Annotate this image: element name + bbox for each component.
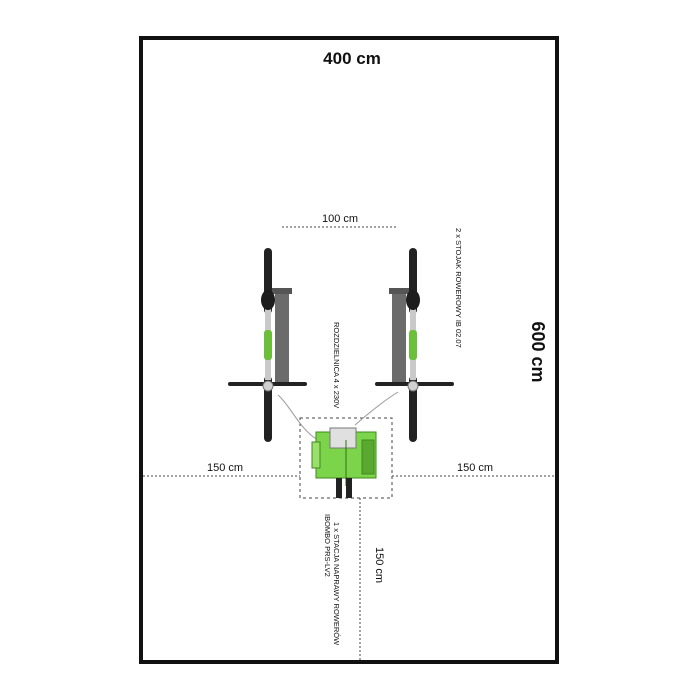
saddle-left — [261, 290, 275, 310]
bike-rack-right — [389, 288, 409, 384]
saddle-right — [406, 290, 420, 310]
bottom-clearance-label: 150 cm — [373, 547, 385, 583]
area-boundary — [139, 36, 559, 664]
right-clearance-label: 150 cm — [457, 462, 493, 474]
hub-right — [407, 380, 419, 392]
cable-left — [277, 394, 319, 441]
bicycle-left — [228, 248, 307, 442]
bicycle-right — [375, 248, 454, 442]
height-label: 600 cm — [528, 321, 548, 382]
rack-note: 2 x STOJAK ROWEROWY IB 02.07 — [454, 228, 463, 348]
repair-station — [311, 427, 377, 498]
rack-base-right — [389, 288, 409, 294]
left-clearance-label: 150 cm — [207, 462, 243, 474]
cable-right — [354, 391, 399, 426]
station-side-left — [311, 441, 321, 469]
green-tube-left — [264, 330, 272, 360]
rear-wheel-right — [409, 376, 417, 442]
rack-base-left — [272, 288, 292, 294]
rack-post-left — [275, 288, 289, 384]
station-note-line2: IBOMBO PRS-LV2 — [323, 514, 332, 577]
station-side-right — [361, 439, 375, 475]
hub-left — [262, 380, 274, 392]
rack-spacing-label: 100 cm — [322, 213, 358, 225]
station-leg-left — [336, 478, 342, 498]
distributor-note: ROZDZIELNICA 4 x 230V — [332, 322, 341, 408]
rear-wheel-left — [264, 376, 272, 442]
rack-post-right — [392, 288, 406, 384]
station-leg-right — [346, 478, 352, 498]
green-tube-right — [409, 330, 417, 360]
station-note-line1: 1 x STACJA NAPRAWY ROWERÓW — [332, 522, 341, 646]
station-panel — [329, 427, 357, 449]
bike-rack-left — [272, 288, 292, 384]
width-label: 400 cm — [323, 49, 381, 68]
